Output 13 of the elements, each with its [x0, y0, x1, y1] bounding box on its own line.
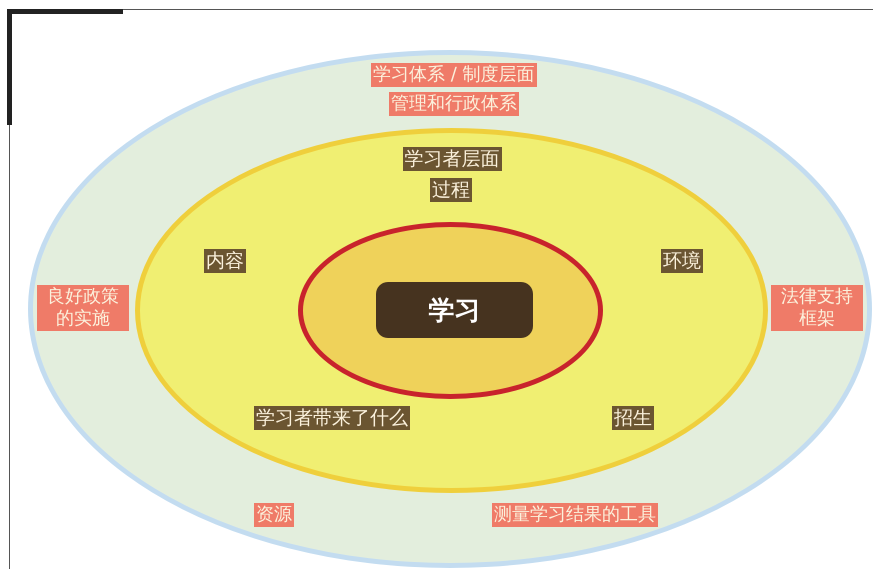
label-tag: 良好政策的实施 — [37, 285, 129, 331]
label-tag: 学习体系 / 制度层面 — [371, 63, 537, 87]
label-tag: 内容 — [204, 249, 246, 273]
label-tag: 环境 — [661, 249, 703, 273]
label-tag: 测量学习结果的工具 — [492, 503, 658, 527]
label-tag: 学习者带来了什么 — [254, 406, 410, 430]
label-tag: 资源 — [254, 503, 294, 527]
center-box: 学习 — [376, 282, 533, 338]
label-tag: 学习者层面 — [402, 147, 502, 171]
label-tag: 招生 — [612, 406, 654, 430]
label-tag: 过程 — [430, 178, 472, 202]
label-tag: 管理和行政体系 — [389, 92, 519, 116]
label-tag: 法律支持框架 — [771, 285, 863, 331]
